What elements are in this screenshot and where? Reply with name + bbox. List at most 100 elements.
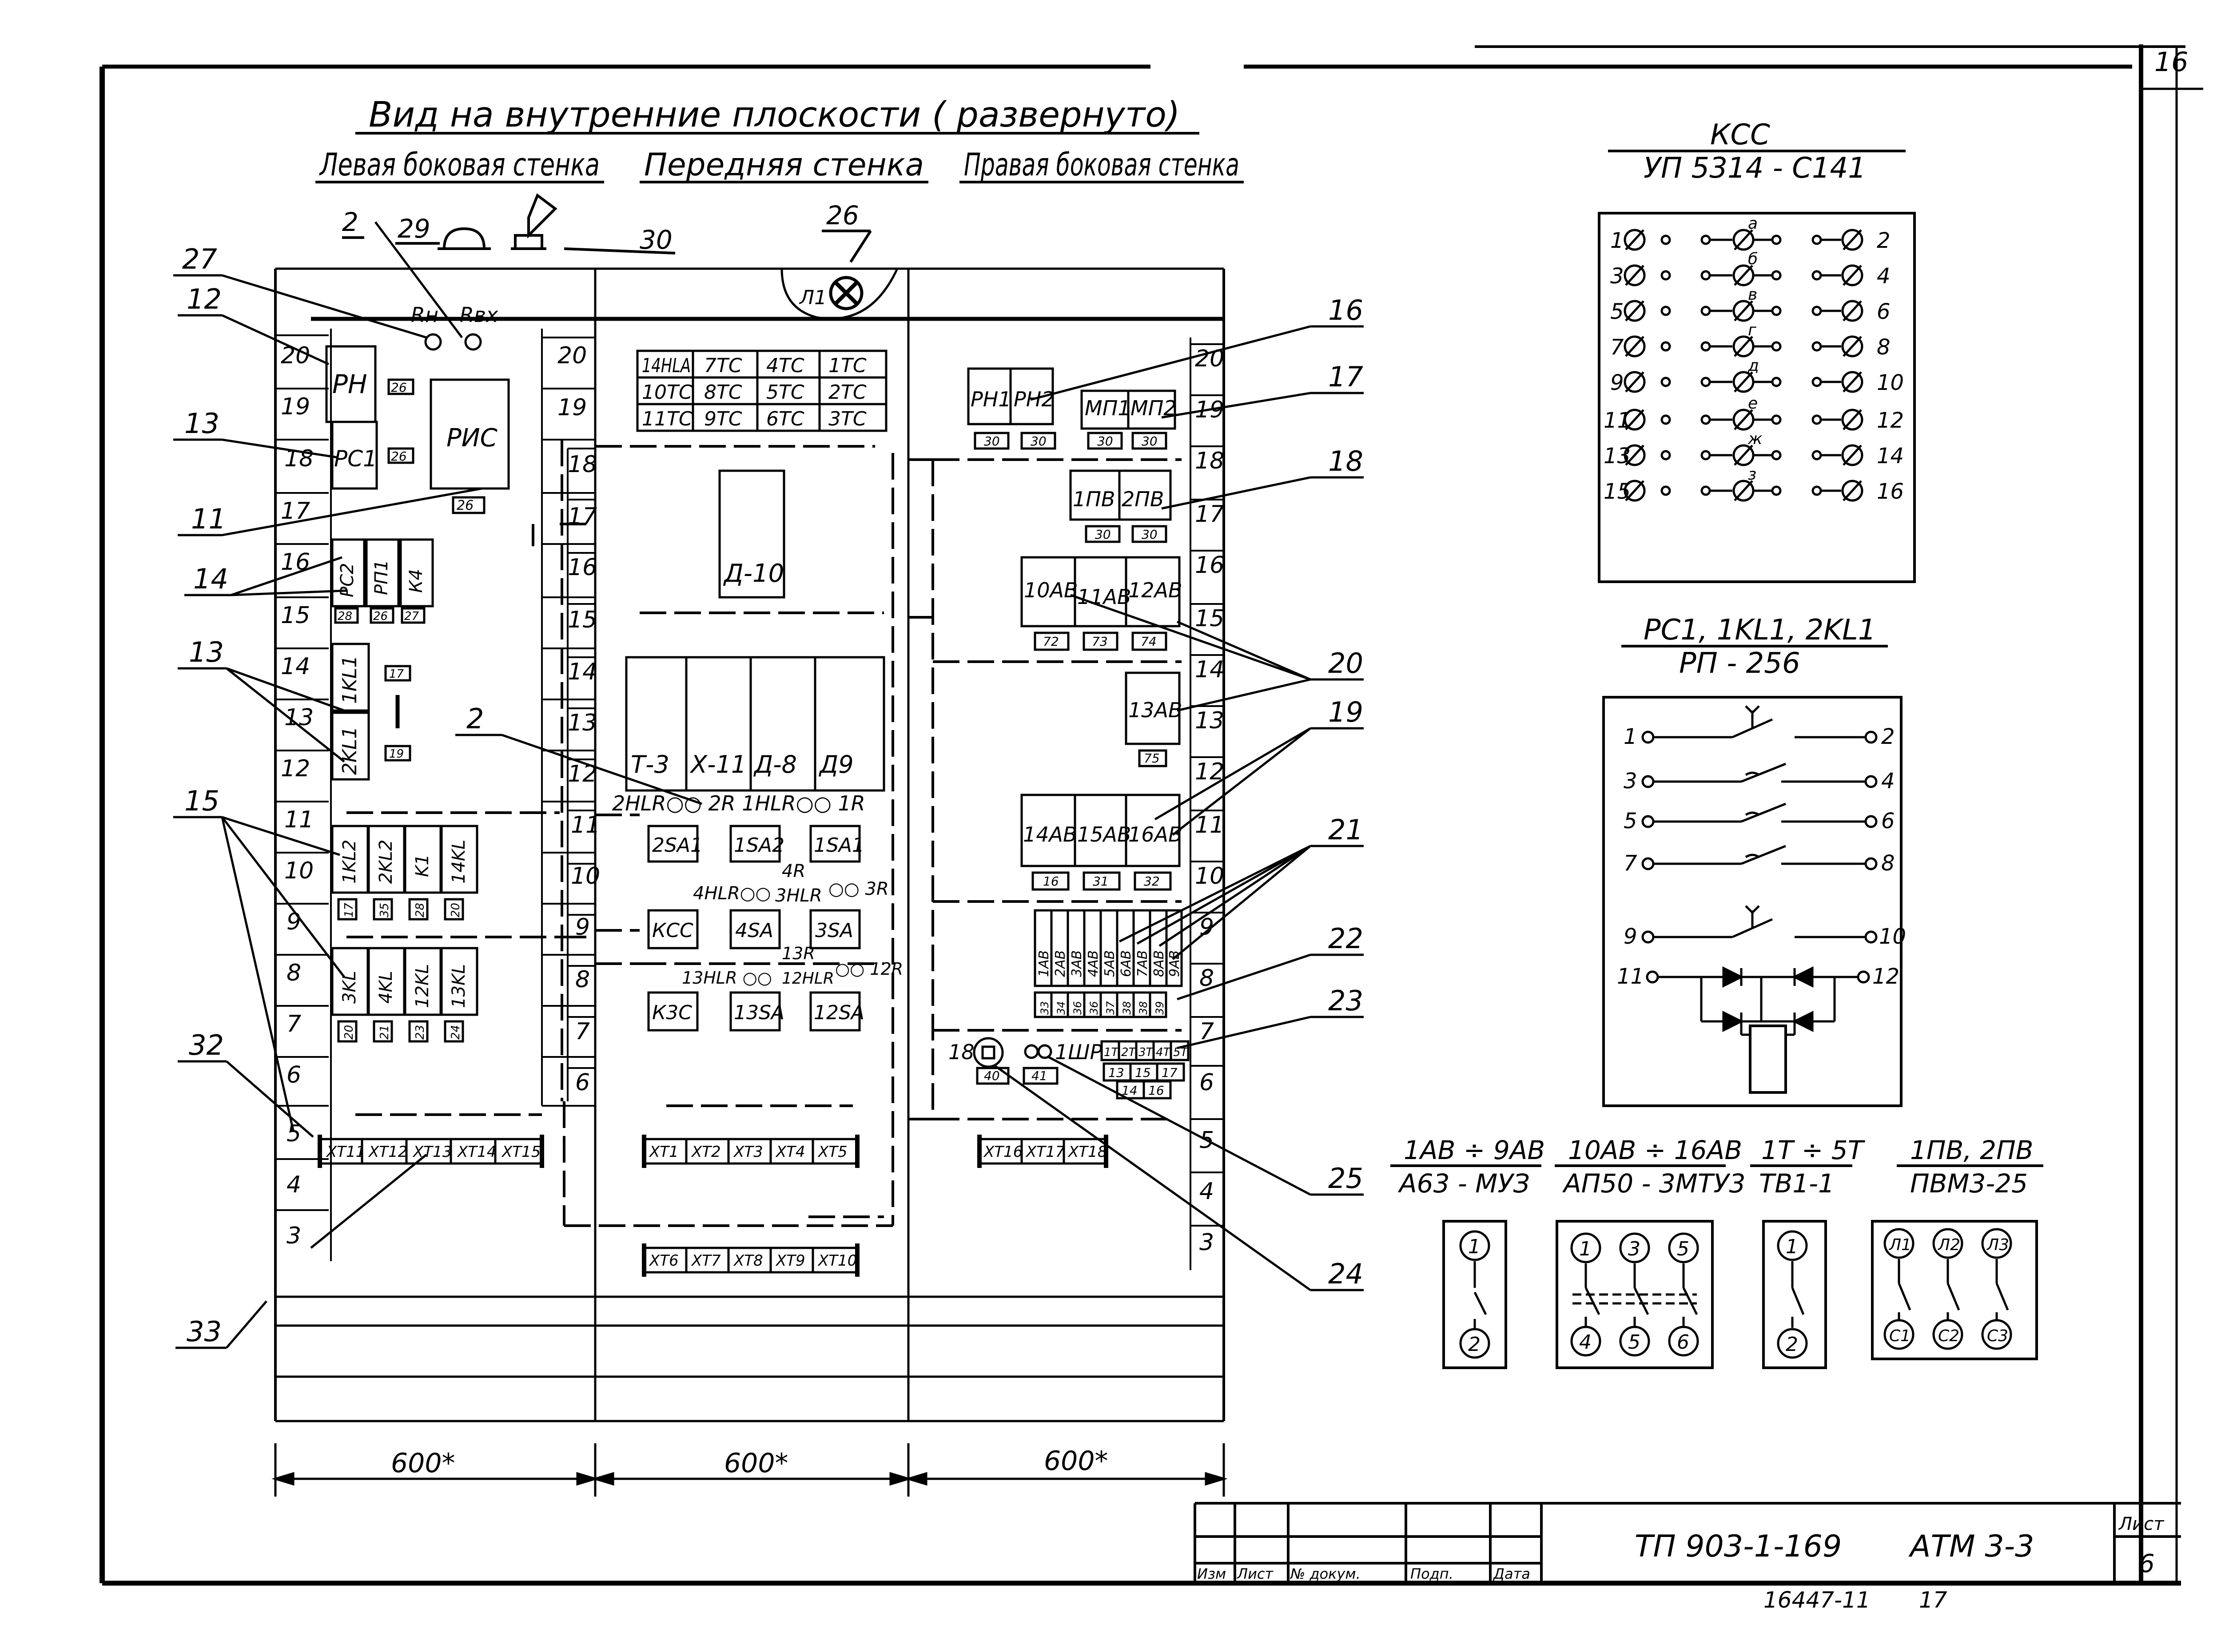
kcc-terminal-icon: [1624, 409, 1646, 431]
kcc-right-terminal: 10: [1877, 370, 1904, 395]
kcc-switch-slash: [1734, 336, 1753, 357]
svg-text:15: 15: [1195, 605, 1224, 632]
svg-text:РС1: РС1: [334, 446, 377, 472]
kcc-contact-dot: [1700, 341, 1711, 352]
svg-text:17: 17: [568, 503, 597, 530]
kcc-terminal-icon: [1624, 335, 1646, 357]
lamp-l1-icon: [829, 276, 864, 310]
svg-text:Д-8: Д-8: [753, 751, 797, 778]
kcc-contact-letter: е: [1748, 394, 1758, 413]
svg-text:12: 12: [281, 755, 310, 782]
svg-text:31: 31: [1093, 874, 1109, 889]
svg-text:30: 30: [1031, 434, 1047, 449]
svg-text:РС2: РС2: [337, 563, 358, 598]
kcc-terminal-slash: [1843, 371, 1862, 393]
svg-text:6: 6: [1881, 809, 1895, 834]
svg-text:Т-3: Т-3: [631, 751, 669, 778]
svg-text:3: 3: [1624, 769, 1637, 794]
svg-text:КСС: КСС: [652, 919, 693, 942]
breaker-legends: 1АВ ÷ 9АВ А63 - МУЗ 1 2 10АВ ÷ 16АВ АП50…: [1390, 1135, 2043, 1369]
svg-text:15: 15: [568, 607, 597, 633]
kcc-terminal-slash: [1625, 445, 1644, 466]
svg-text:7: 7: [287, 1011, 301, 1037]
svg-text:14HLA: 14HLA: [642, 354, 691, 377]
svg-text:11: 11: [571, 812, 600, 838]
kcc-terminal-icon: [1841, 371, 1863, 393]
kcc-right-terminal: 6: [1877, 299, 1891, 324]
svg-text:27: 27: [404, 610, 419, 623]
bell-icon: [438, 227, 491, 250]
kcc-contact-letter: в: [1748, 286, 1757, 304]
svg-text:30: 30: [1097, 434, 1113, 449]
svg-text:14АВ: 14АВ: [1023, 822, 1077, 846]
svg-text:600*: 600*: [724, 1448, 788, 1479]
svg-text:6АВ: 6АВ: [1118, 950, 1134, 977]
svg-text:13АВ: 13АВ: [1128, 698, 1182, 722]
svg-text:РС1, 1KL1, 2KL1: РС1, 1KL1, 2KL1: [1644, 614, 1876, 647]
svg-text:№ докум.: № докум.: [1290, 1565, 1361, 1582]
svg-text:6: 6: [1199, 1069, 1214, 1096]
scale-strip-left: [275, 329, 332, 1261]
kcc-terminal-slash: [1625, 480, 1644, 501]
svg-text:75: 75: [1144, 751, 1160, 766]
kcc-terminal-slash: [1625, 371, 1644, 393]
kcc-left-terminal: 9: [1610, 370, 1624, 395]
kcc-terminal-slash: [1843, 480, 1862, 501]
svg-text:30: 30: [1142, 434, 1158, 449]
kcc-contact-dot: [1811, 377, 1822, 387]
kcc-contact-dot: [1811, 414, 1822, 425]
svg-text:35: 35: [378, 903, 391, 917]
svg-text:9: 9: [575, 914, 590, 941]
svg-text:17: 17: [1919, 1587, 1947, 1613]
svg-text:4: 4: [287, 1171, 301, 1198]
svg-text:72: 72: [1043, 634, 1059, 649]
kcc-contact-dot: [1811, 270, 1822, 281]
svg-text:С1: С1: [1889, 1327, 1911, 1345]
svg-text:29: 29: [398, 214, 430, 244]
svg-text:20: 20: [281, 342, 310, 369]
svg-text:18: 18: [568, 451, 597, 478]
resistor-rh: [424, 333, 442, 351]
kcc-switch-slash: [1734, 229, 1753, 250]
svg-text:8TC: 8TC: [704, 381, 742, 404]
svg-text:1АВ ÷ 9АВ: 1АВ ÷ 9АВ: [1404, 1135, 1545, 1165]
kcc-contact-letter: б: [1748, 250, 1758, 268]
left-panel: Rн Rвх РН РС1 26 26 РИС 26 РС2 РП1 К4 28…: [318, 303, 544, 1168]
svg-text:38: 38: [1121, 1001, 1133, 1015]
kcc-terminal-slash: [1625, 336, 1644, 357]
svg-text:4: 4: [1579, 1331, 1592, 1354]
svg-text:13: 13: [1195, 707, 1224, 734]
kcc-switch-slash: [1734, 445, 1753, 466]
svg-text:8: 8: [287, 960, 301, 986]
kcc-contact-dot: [1771, 450, 1782, 461]
relay-pc1: [331, 421, 378, 490]
relay-1kl1: [331, 643, 370, 712]
svg-text:36: 36: [1071, 1001, 1084, 1015]
kcc-right-terminal: 16: [1877, 479, 1904, 504]
kcc-terminal-slash: [1625, 265, 1644, 286]
top-symbols: 2 29 30 26: [342, 193, 872, 263]
svg-text:16: 16: [1043, 874, 1059, 889]
kcc-switch-slash: [1734, 300, 1753, 322]
svg-text:16: 16: [1195, 552, 1224, 579]
svg-text:МП1: МП1: [1085, 396, 1131, 420]
svg-text:4: 4: [1199, 1178, 1214, 1205]
kcc-contact-dot: [1700, 414, 1711, 425]
svg-text:XT6: XT6: [649, 1252, 679, 1270]
svg-text:25: 25: [1328, 1162, 1363, 1195]
kcc-left-terminal: 5: [1610, 299, 1624, 324]
svg-text:XT3: XT3: [733, 1143, 763, 1161]
kcc-contact-dot: [1771, 485, 1782, 496]
kcc-contact-dot: [1660, 414, 1671, 425]
svg-text:РН1: РН1: [971, 387, 1011, 411]
svg-text:13: 13: [1108, 1065, 1124, 1080]
svg-text:ТП 903-1-169: ТП 903-1-169: [1635, 1529, 1842, 1564]
svg-text:1: 1: [1468, 1235, 1481, 1258]
svg-text:2SA1: 2SA1: [652, 834, 703, 857]
svg-text:8: 8: [575, 966, 590, 993]
page-number: 16: [2154, 47, 2188, 78]
svg-text:13: 13: [568, 710, 597, 736]
svg-text:АП50 - 3МТУ3: АП50 - 3МТУ3: [1562, 1168, 1746, 1199]
svg-text:3HLR: 3HLR: [775, 886, 822, 906]
